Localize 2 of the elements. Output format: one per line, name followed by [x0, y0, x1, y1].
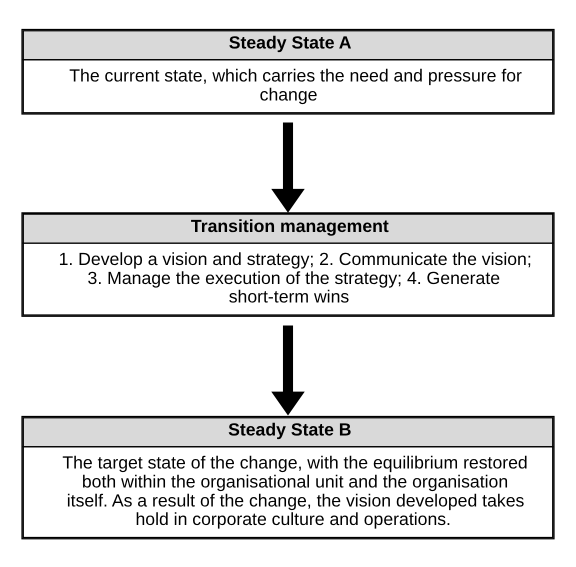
arrow — [271, 122, 305, 213]
arrow — [271, 325, 305, 416]
